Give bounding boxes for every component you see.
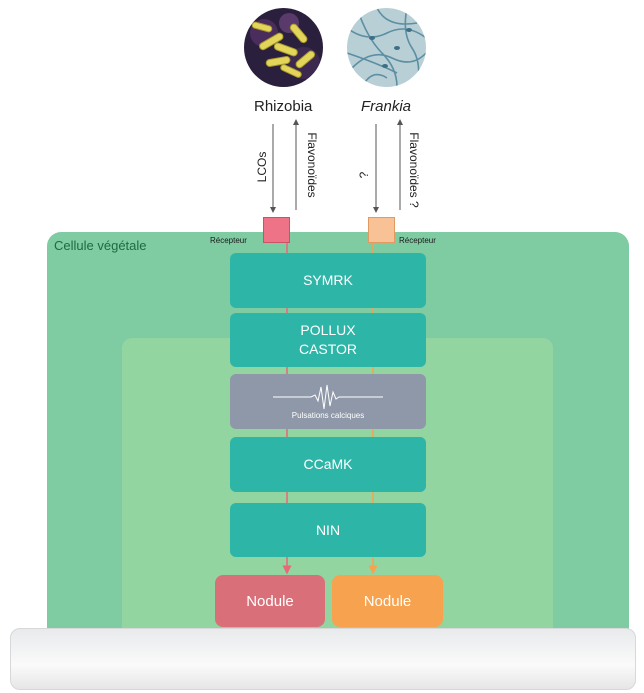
- nin-label: NIN: [315, 521, 341, 538]
- calcium-spike-icon: [273, 384, 383, 409]
- nodule-rhizobia-label: Nodule: [246, 592, 294, 610]
- flavonoides-frankia-label: Flavonoïdes ?: [407, 132, 421, 208]
- frankia-receptor: [368, 217, 395, 243]
- ccamk-label: CCaMK: [303, 456, 353, 472]
- nin-box: NIN: [230, 503, 426, 557]
- calcium-box: Pulsations calciques: [230, 374, 426, 429]
- base-shelf: [10, 628, 636, 690]
- symrk-box: SYMRK: [230, 253, 426, 308]
- nodule-frankia: Nodule: [332, 575, 443, 627]
- receptor-left-label: Récepteur: [210, 236, 247, 245]
- nodule-rhizobia: Nodule: [215, 575, 325, 627]
- symrk-label: SYMRK: [303, 272, 353, 288]
- pollux-castor-box: POLLUX CASTOR: [230, 313, 426, 367]
- nodule-frankia-label: Nodule: [363, 592, 412, 610]
- ccamk-box: CCaMK: [230, 437, 426, 492]
- lcos-label: LCOs: [255, 151, 269, 183]
- pollux-label: POLLUX: [300, 322, 356, 338]
- rhizobia-image: [244, 8, 323, 87]
- rhizobia-label: Rhizobia: [254, 98, 313, 115]
- frankia-image: [347, 8, 426, 87]
- unknown-signal-label: ?: [357, 171, 371, 179]
- flavonoides-rhizobia-label: Flavonoïdes: [305, 132, 319, 198]
- cell-label: Cellule végétale: [54, 238, 147, 253]
- calcium-label: Pulsations calciques: [291, 411, 365, 420]
- rhizobia-receptor: [263, 217, 290, 243]
- receptor-right-label: Récepteur: [399, 236, 436, 245]
- frankia-label: Frankia: [361, 98, 412, 115]
- castor-label: CASTOR: [298, 341, 358, 357]
